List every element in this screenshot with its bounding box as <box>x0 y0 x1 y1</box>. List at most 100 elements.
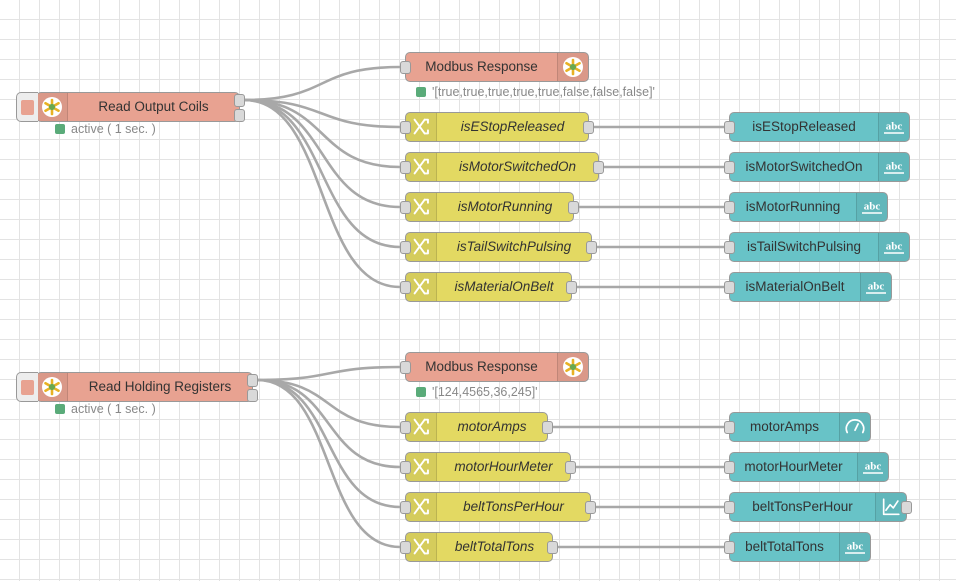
node-input-port[interactable] <box>400 501 411 514</box>
modbus-icon <box>557 53 588 81</box>
function-icon <box>406 533 437 561</box>
svg-text:abc: abc <box>865 461 882 473</box>
node-output-port[interactable] <box>247 389 258 402</box>
node-input-port[interactable] <box>400 201 411 214</box>
node-modbus-response[interactable]: Modbus Response <box>400 352 589 382</box>
status-dot-icon <box>55 124 65 134</box>
inject-button[interactable] <box>16 92 38 122</box>
abc-icon: abc <box>857 453 888 481</box>
node-label: motorHourMeter <box>454 459 553 475</box>
node-input-port[interactable] <box>400 421 411 434</box>
function-icon <box>406 193 437 221</box>
node-function-beltTotalTons[interactable]: beltTotalTons <box>400 532 558 562</box>
node-modbus-response[interactable]: Modbus Response <box>400 52 589 82</box>
node-input-port[interactable] <box>400 161 411 174</box>
node-label: Modbus Response <box>425 59 538 75</box>
node-input-port[interactable] <box>400 61 411 74</box>
node-output-port[interactable] <box>542 421 553 434</box>
function-icon <box>406 413 437 441</box>
node-input-port[interactable] <box>400 541 411 554</box>
svg-text:abc: abc <box>864 201 881 213</box>
node-dashboard-beltTonsPerHour[interactable]: beltTonsPerHour <box>724 492 912 522</box>
node-dashboard-isMotorSwitchedOn[interactable]: isMotorSwitchedOn abc <box>724 152 910 182</box>
status-dot-icon <box>55 404 65 414</box>
node-output-port[interactable] <box>234 109 245 122</box>
node-label: isEStopReleased <box>460 119 565 135</box>
abc-icon: abc <box>878 153 909 181</box>
wire <box>256 365 401 382</box>
modbus-icon <box>37 373 68 401</box>
node-input-port[interactable] <box>724 201 735 214</box>
wire <box>243 98 401 289</box>
node-output-port[interactable] <box>547 541 558 554</box>
chart-icon <box>875 493 906 521</box>
node-label: beltTotalTons <box>745 539 824 555</box>
abc-icon: abc <box>878 113 909 141</box>
node-input-port[interactable] <box>724 461 735 474</box>
node-status: active ( 1 sec. ) <box>55 402 156 416</box>
node-output-port[interactable] <box>565 461 576 474</box>
node-input-port[interactable] <box>724 161 735 174</box>
node-function-isMotorRunning[interactable]: isMotorRunning <box>400 192 579 222</box>
node-output-port[interactable] <box>593 161 604 174</box>
node-output-port[interactable] <box>247 374 258 387</box>
node-output-port[interactable] <box>901 501 912 514</box>
node-status: '[true,true,true,true,true,false,false,f… <box>416 85 655 99</box>
node-label: motorAmps <box>457 419 527 435</box>
status-text: active ( 1 sec. ) <box>71 402 156 416</box>
inject-button[interactable] <box>16 372 38 402</box>
abc-icon: abc <box>878 233 909 261</box>
node-input-port[interactable] <box>400 361 411 374</box>
wire <box>256 378 401 429</box>
node-function-motorAmps[interactable]: motorAmps <box>400 412 553 442</box>
node-function-isMaterialOnBelt[interactable]: isMaterialOnBelt <box>400 272 577 302</box>
node-label: isMotorSwitchedOn <box>745 159 863 175</box>
function-icon <box>406 233 437 261</box>
node-label: Read Holding Registers <box>88 379 232 395</box>
node-label: isTailSwitchPulsing <box>456 239 572 255</box>
node-read-holding-registers[interactable]: Read Holding Registers <box>16 372 258 402</box>
node-function-isTailSwitchPulsing[interactable]: isTailSwitchPulsing <box>400 232 597 262</box>
node-function-motorHourMeter[interactable]: motorHourMeter <box>400 452 576 482</box>
node-output-port[interactable] <box>585 501 596 514</box>
node-dashboard-motorAmps[interactable]: motorAmps <box>724 412 871 442</box>
node-input-port[interactable] <box>400 281 411 294</box>
svg-text:abc: abc <box>886 161 903 173</box>
svg-text:abc: abc <box>868 281 885 293</box>
node-output-port[interactable] <box>568 201 579 214</box>
abc-icon: abc <box>839 533 870 561</box>
node-label: motorAmps <box>749 419 820 435</box>
node-label: isMotorSwitchedOn <box>458 159 577 175</box>
wire <box>256 378 401 549</box>
abc-icon: abc <box>860 273 891 301</box>
node-dashboard-beltTotalTons[interactable]: beltTotalTons abc <box>724 532 871 562</box>
status-text: '[124,4565,36,245]' <box>432 385 538 399</box>
modbus-icon <box>37 93 68 121</box>
node-output-port[interactable] <box>586 241 597 254</box>
node-input-port[interactable] <box>724 501 735 514</box>
node-read-output-coils[interactable]: Read Output Coils <box>16 92 245 122</box>
node-input-port[interactable] <box>400 461 411 474</box>
node-function-isEStopReleased[interactable]: isEStopReleased <box>400 112 594 142</box>
node-output-port[interactable] <box>234 94 245 107</box>
node-function-beltTonsPerHour[interactable]: beltTonsPerHour <box>400 492 596 522</box>
node-function-isMotorSwitchedOn[interactable]: isMotorSwitchedOn <box>400 152 604 182</box>
function-icon <box>406 493 437 521</box>
node-input-port[interactable] <box>724 541 735 554</box>
node-output-port[interactable] <box>583 121 594 134</box>
node-input-port[interactable] <box>400 241 411 254</box>
node-input-port[interactable] <box>724 421 735 434</box>
node-status: active ( 1 sec. ) <box>55 122 156 136</box>
node-input-port[interactable] <box>400 121 411 134</box>
node-input-port[interactable] <box>724 121 735 134</box>
node-input-port[interactable] <box>724 241 735 254</box>
node-output-port[interactable] <box>566 281 577 294</box>
wire <box>256 378 401 509</box>
node-input-port[interactable] <box>724 281 735 294</box>
